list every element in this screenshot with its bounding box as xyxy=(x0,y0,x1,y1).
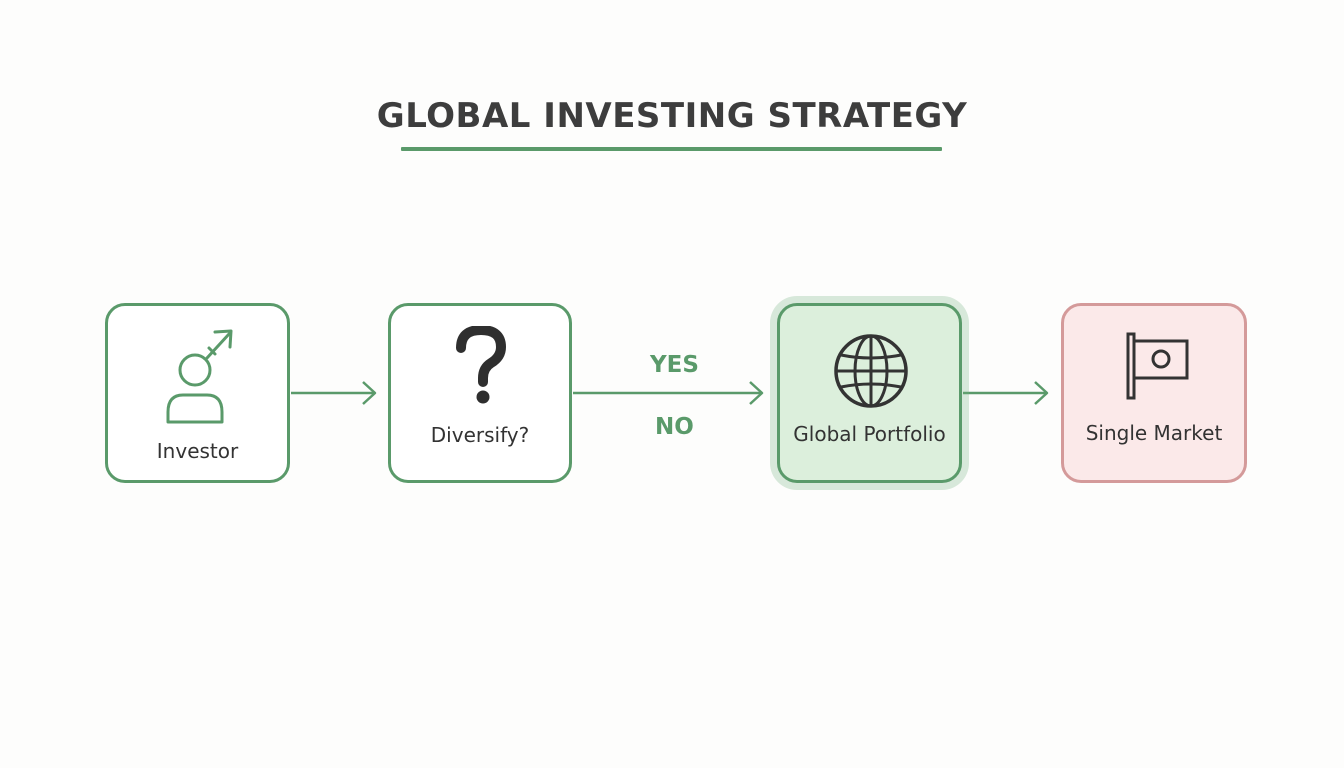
arrowhead-diversify-to-global xyxy=(749,381,764,405)
flag-icon xyxy=(1126,332,1189,400)
branch-label-yes: YES xyxy=(650,352,699,378)
node-single-market: Single Market xyxy=(1061,303,1247,483)
node-global-portfolio: Global Portfolio xyxy=(777,303,962,483)
globe-icon xyxy=(834,334,908,408)
investor-person-arrow-icon xyxy=(166,329,233,424)
node-investor-label: Investor xyxy=(156,439,239,463)
node-investor: Investor xyxy=(105,303,290,483)
node-diversify: Diversify? xyxy=(388,303,572,483)
branch-label-no: NO xyxy=(655,414,694,440)
node-single-market-label: Single Market xyxy=(1085,421,1223,445)
node-global-portfolio-label: Global Portfolio xyxy=(793,422,946,446)
arrowhead-investor-to-diversify xyxy=(362,381,377,405)
title-underline xyxy=(401,147,942,151)
arrowhead-global-to-single xyxy=(1034,381,1049,405)
question-mark-icon xyxy=(456,326,506,404)
diagram-title: GLOBAL INVESTING STRATEGY xyxy=(376,96,968,136)
node-diversify-label: Diversify? xyxy=(430,423,530,447)
